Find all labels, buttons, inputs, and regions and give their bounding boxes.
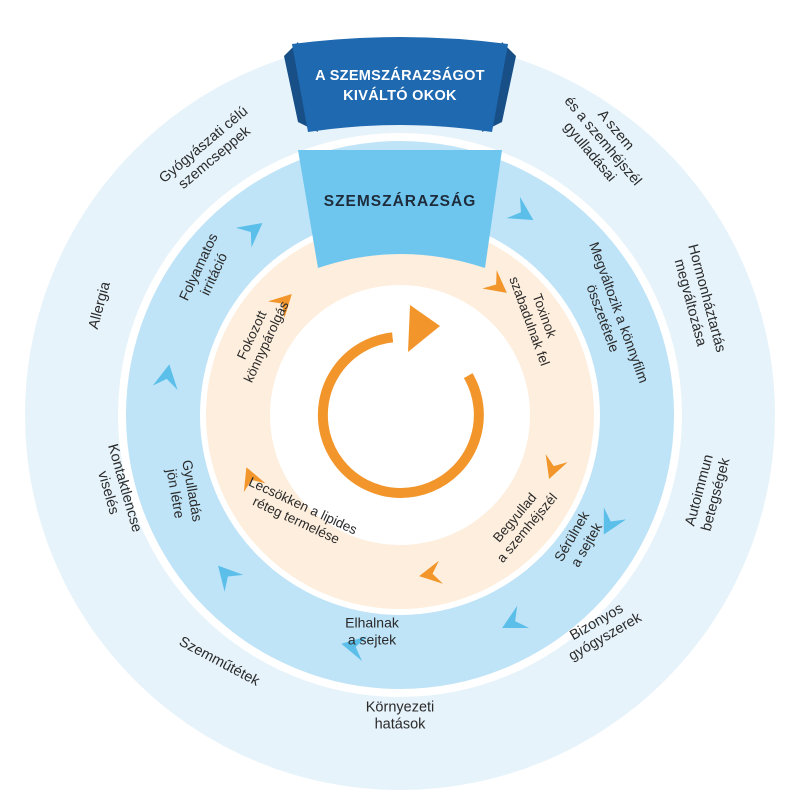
blue-chevron-icon [506,196,534,221]
middle-step-label-line: a sejtek [348,631,397,647]
orange-chevron-icon [482,270,507,293]
blue-chevron-icon [502,605,530,629]
outer-cause-label-line: Környezeti [366,699,435,715]
blue-chevron-icon [152,364,178,390]
banner-line-2: KIVÁLTÓ OKOK [343,86,457,104]
orange-chevron-icon [419,560,443,584]
center-disc [270,285,530,545]
orange-chevron-icon [267,293,292,318]
center-title: SZEMSZÁRAZSÁG [324,193,477,210]
middle-step-label-line: Elhalnak [345,614,400,630]
banner-line-1: A SZEMSZÁRAZSÁGOT [315,67,485,84]
cause-banner [292,37,508,132]
blue-chevron-icon [603,507,627,535]
blue-chevron-icon [235,222,263,248]
inner-ring-chevrons [243,270,568,584]
orange-chevron-icon [243,467,266,493]
blue-chevron-icon [341,636,368,662]
outer-cause-label-line: hatások [375,716,427,732]
orange-chevron-icon [545,454,568,479]
middle-ring-chevrons [152,196,627,662]
blue-chevron-icon [218,565,244,592]
center-title-block [298,150,502,268]
circular-arrow-icon [317,305,484,498]
